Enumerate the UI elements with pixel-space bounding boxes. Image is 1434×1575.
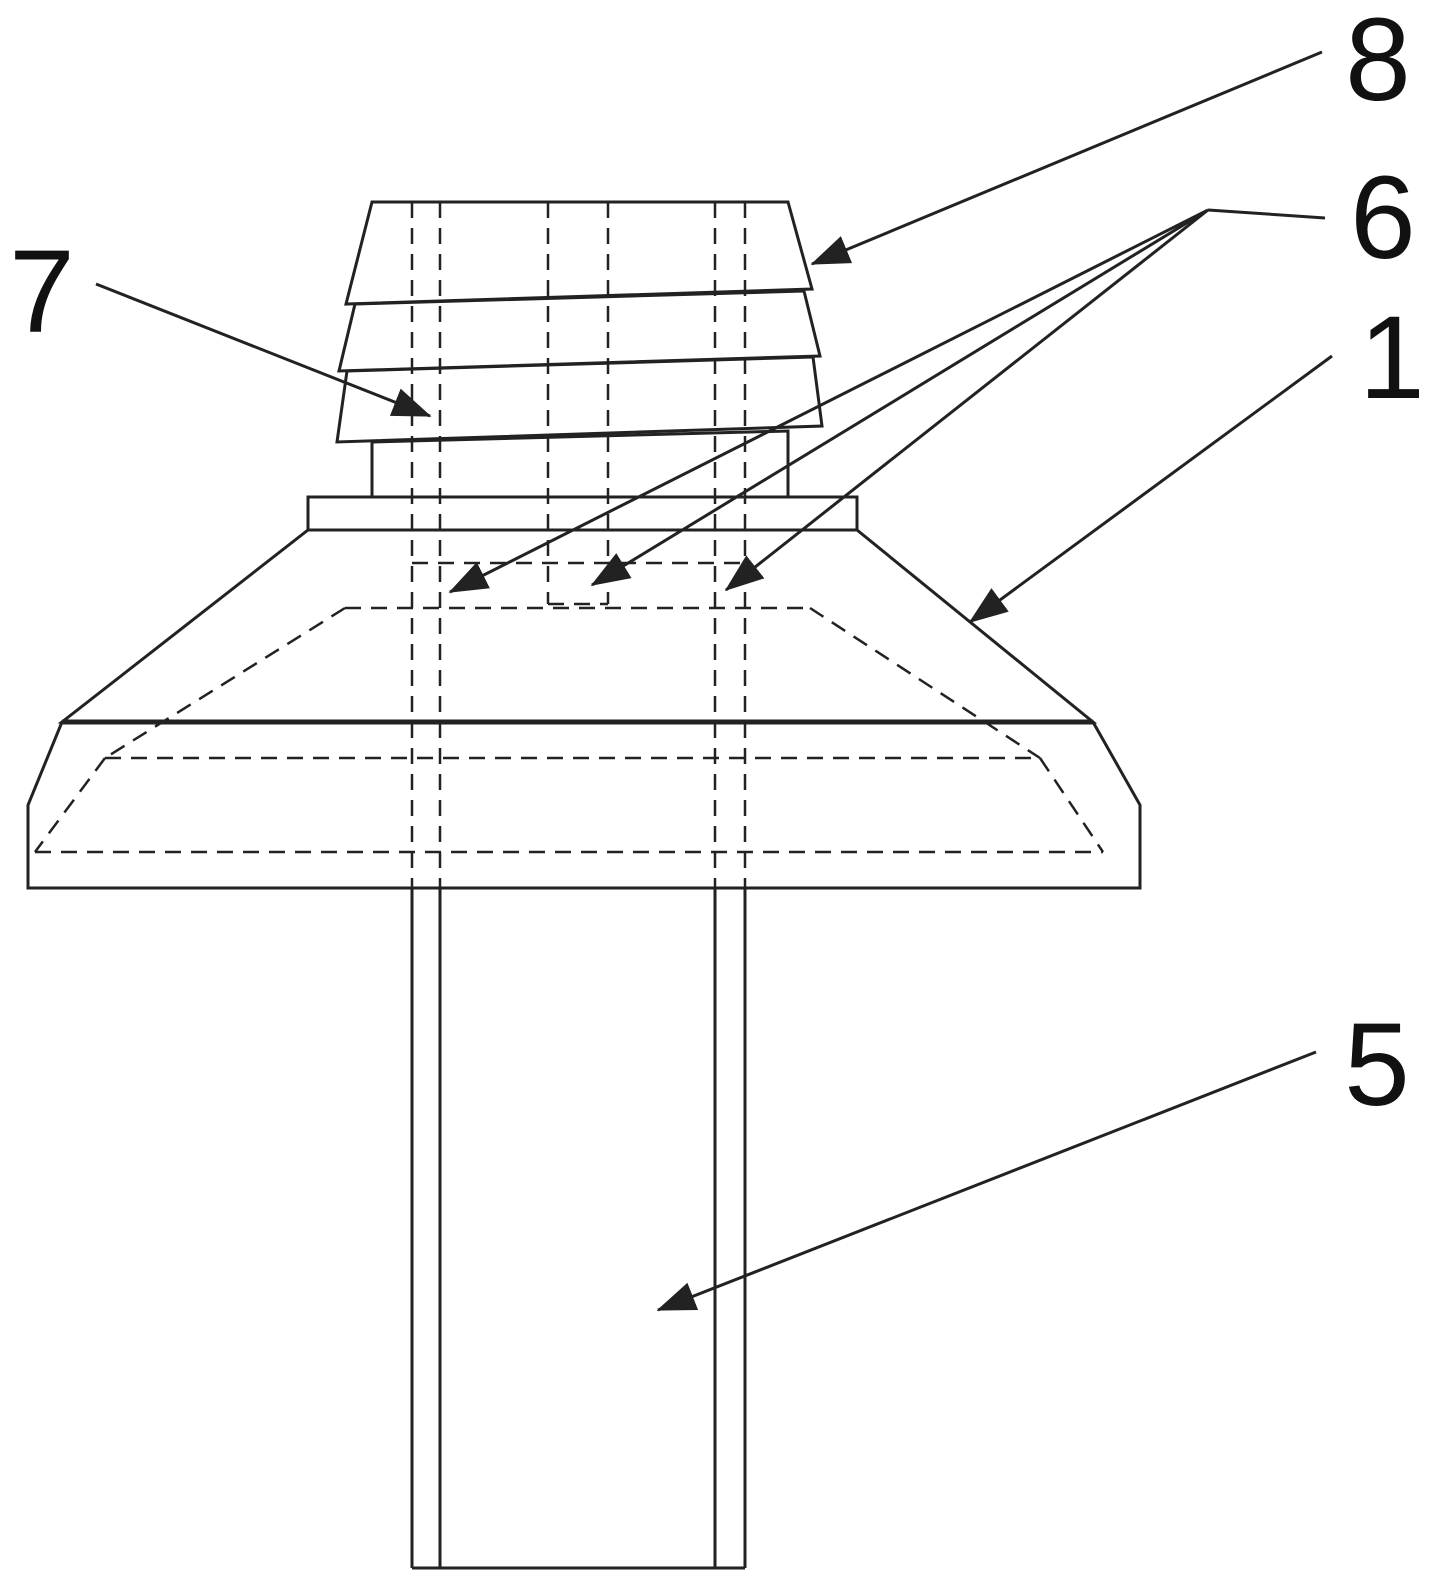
leader-6-center	[590, 208, 1209, 587]
conical-cap-body	[57, 528, 1098, 724]
leader-6-right	[724, 208, 1209, 592]
collar-tier-2	[337, 289, 822, 373]
label-8: 8	[1345, 0, 1411, 126]
leader-8	[810, 50, 1323, 266]
solid-outline-group	[26, 200, 1142, 1570]
hidden-lines-group	[33, 202, 1105, 888]
leader-5	[656, 1050, 1317, 1312]
hidden-skirt-left-slope	[33, 757, 107, 853]
collar-tier-3	[335, 355, 824, 444]
hidden-skirt-right-slope	[1038, 757, 1105, 853]
label-1: 1	[1359, 292, 1425, 424]
base-skirt	[26, 721, 1142, 890]
hidden-cone-left-slope	[104, 606, 346, 760]
collar-tier-1	[344, 200, 814, 306]
label-6: 6	[1350, 152, 1416, 284]
label-7: 7	[9, 226, 75, 358]
leader-6-connector	[1207, 208, 1326, 220]
leader-lines-group	[95, 50, 1333, 1312]
leader-1	[968, 354, 1333, 624]
leader-7	[95, 282, 432, 418]
collar-neck-band	[370, 429, 790, 499]
leader-6-left	[448, 208, 1209, 594]
hidden-cone-right-slope	[809, 606, 1041, 760]
label-5: 5	[1344, 999, 1410, 1131]
